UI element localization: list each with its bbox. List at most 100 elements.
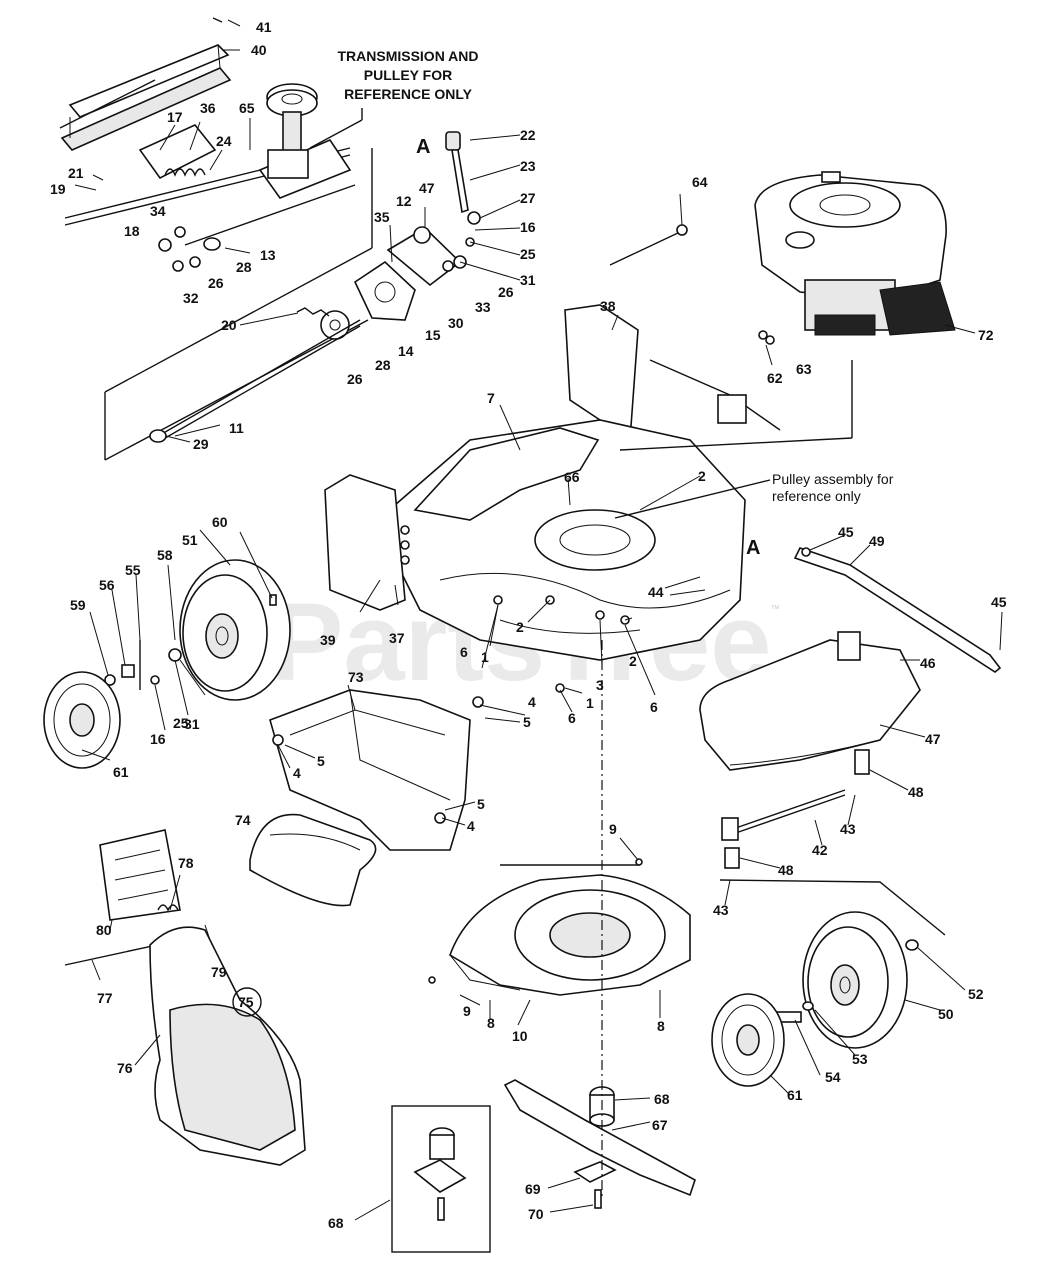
marker-a-left: A [416,136,430,158]
label-2b: 2 [516,619,524,635]
nut-6b [555,683,565,693]
label-5b: 5 [317,753,325,769]
label-28b: 28 [375,357,391,373]
upper-handle-49 [793,547,1002,673]
label-12: 12 [396,193,412,209]
label-63: 63 [796,361,812,377]
label-3: 3 [596,677,604,693]
label-50: 50 [938,1006,954,1022]
label-70: 70 [528,1206,544,1222]
washer-34 [174,226,186,238]
nut-18 [158,238,172,252]
washer-31 [168,648,182,662]
label-28a: 28 [236,259,252,275]
label-17: 17 [167,109,183,125]
note-transmission-line3: REFERENCE ONLY [344,86,473,102]
mower-deck [394,419,746,661]
label-60: 60 [212,514,228,530]
label-48a: 48 [908,784,924,800]
height-adjust-spring-assembly [138,124,217,180]
side-plate-37 [324,474,406,611]
bracket-48a [721,817,739,841]
label-9b: 9 [463,1003,471,1019]
rear-cover-46 [699,631,921,771]
label-2a: 2 [698,468,706,484]
label-34: 34 [150,203,166,219]
label-13: 13 [260,247,276,263]
stiffener-69 [573,1161,617,1183]
bracket-48b [724,847,740,869]
label-49: 49 [869,533,885,549]
label-38: 38 [600,298,616,314]
label-74: 74 [235,812,251,828]
label-36: 36 [200,100,216,116]
label-26b: 26 [347,371,363,387]
engine-72 [754,171,956,336]
adapter-kit-68 [413,1127,467,1221]
label-35: 35 [374,209,390,225]
note-transmission-line2: PULLEY FOR [364,67,452,83]
label-79: 79 [211,964,227,980]
hubcap-61-right [711,993,785,1087]
label-26c: 26 [498,284,514,300]
label-59: 59 [70,597,86,613]
bolt-59 [104,674,116,686]
label-77: 77 [97,990,113,1006]
note-pulley-line2: reference only [772,488,861,504]
label-44: 44 [648,584,664,600]
label-67: 67 [652,1117,668,1133]
label-10: 10 [512,1028,528,1044]
label-19: 19 [50,181,66,197]
bolt-63 [758,330,768,340]
label-41: 41 [256,19,272,35]
pulley-reference-line [619,437,853,451]
label-48b: 48 [778,862,794,878]
label-78: 78 [178,855,194,871]
note-transmission-line1: TRANSMISSION AND [337,48,478,64]
label-45b: 45 [991,594,1007,610]
label-58: 58 [157,547,173,563]
pivot-bracket [854,749,870,775]
bushing-16 [150,675,160,685]
label-47b: 47 [925,731,941,747]
rear-axle-42 [729,789,846,831]
blade-67 [503,1079,696,1197]
label-61b: 61 [787,1087,803,1103]
axle-11 [159,319,361,436]
transmission-pulley-reference [258,83,352,199]
label-64: 64 [692,174,708,190]
drive-shaft [184,184,356,246]
control-cable [649,359,731,396]
label-40: 40 [251,42,267,58]
label-51: 51 [182,532,198,548]
clip-4 [472,696,484,708]
washer-52 [905,939,919,951]
label-18: 18 [124,223,140,239]
marker-a-right: A [746,537,760,559]
label-8b: 8 [657,1018,665,1034]
label-54: 54 [825,1069,841,1085]
label-4a: 4 [528,694,536,710]
label-29: 29 [193,436,209,452]
label-14: 14 [398,343,414,359]
label-20: 20 [221,317,237,333]
label-68a: 68 [654,1091,670,1107]
label-33: 33 [475,299,491,315]
label-66: 66 [564,469,580,485]
label-43a: 43 [840,821,856,837]
label-24: 24 [216,133,232,149]
part-labels: 41 40 36 17 24 65 21 19 34 18 13 28 26 3… [50,19,1007,1231]
label-25b: 25 [173,715,189,731]
label-4c: 4 [467,818,475,834]
label-4b: 4 [293,765,301,781]
label-72: 72 [978,327,994,343]
cable-64 [609,231,681,266]
adapter-kit-box [391,1105,491,1253]
label-65: 65 [239,100,255,116]
screw-9 [635,858,643,866]
grass-bag-76 [149,926,306,1166]
wheel-51 [179,559,291,701]
label-25a: 25 [520,246,536,262]
spring-78 [157,904,179,912]
